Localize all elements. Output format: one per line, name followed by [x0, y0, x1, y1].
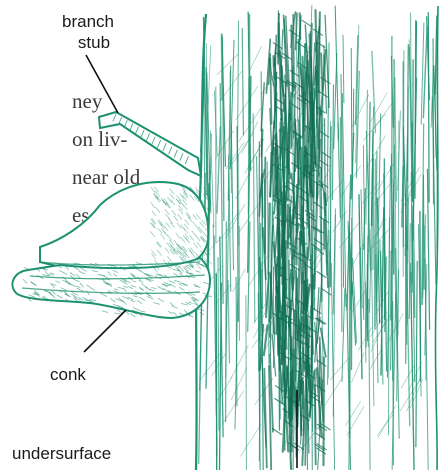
conk — [12, 182, 211, 318]
body-text-line-2: on liv- — [72, 127, 127, 151]
tree-trunk — [196, 5, 438, 470]
undersurface-label: undersurface — [12, 444, 111, 463]
branch-stub-label-line-1: branch — [62, 12, 114, 31]
body-text-line-3: near old — [72, 165, 141, 189]
branch-stub-label-line-2: stub — [78, 33, 110, 52]
conk-label: conk — [50, 365, 86, 384]
conk-leader — [84, 310, 126, 352]
body-text-line-1: ney — [72, 89, 103, 113]
